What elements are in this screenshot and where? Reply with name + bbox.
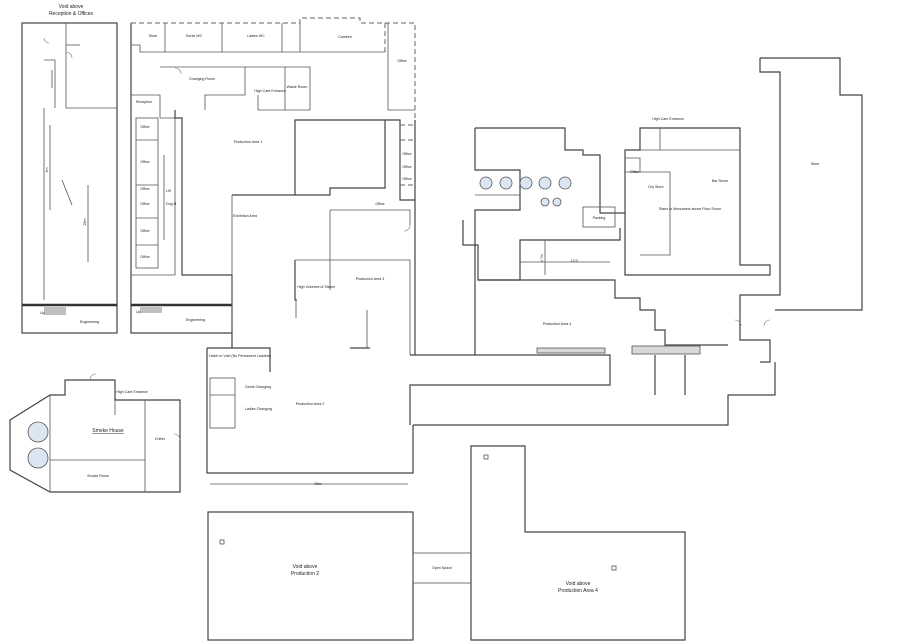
production-4-label: Production Area 4 xyxy=(543,322,572,326)
east-block: High Care Entrance Office Dry Store Bar … xyxy=(624,57,863,363)
void-p2-line2: Production 2 xyxy=(291,571,319,577)
void-p4-line2: Production Area 4 xyxy=(558,588,598,594)
high-volumes-line: High Volumes of Steam xyxy=(297,285,335,289)
production-1-block: Store Gents WC Ladies WC Canteen Office … xyxy=(130,17,416,334)
up-label-left: Up xyxy=(40,311,45,315)
stairs-left xyxy=(44,307,66,315)
smoke-oven-1 xyxy=(27,421,49,443)
waste-room-label: Waste Room xyxy=(287,85,308,89)
packing-label: Packing xyxy=(593,216,606,220)
open-space-label: Open Space xyxy=(432,566,452,570)
office-6: Office xyxy=(140,255,149,259)
top-office-label: Office xyxy=(397,59,406,63)
office-1: Office xyxy=(140,125,149,129)
gents-wc-label: Gents WC xyxy=(186,34,203,38)
reception-label: Reception xyxy=(136,100,152,104)
tank-2 xyxy=(499,176,513,190)
reception-title-line1: Void above xyxy=(59,4,84,10)
reception-outer-wall xyxy=(21,22,118,334)
ladies-wc-label: Ladies WC xyxy=(247,34,265,38)
smoke-house-block: Smoke House High Care Entrance Smoke Roo… xyxy=(9,373,181,493)
lower-void-block: Void above Production 2 Open Space Void … xyxy=(207,445,686,641)
production-1-line1: Production Area 1 xyxy=(234,140,263,144)
stairs-right xyxy=(140,307,162,313)
dog-leg-label: Dog H xyxy=(166,202,177,206)
production-2-block: Hatch to Void (No Permanent Ladders) Gen… xyxy=(206,333,776,486)
store-label: Store xyxy=(811,162,820,166)
ladies-changing-label: Ladies Changing xyxy=(245,407,272,411)
reception-block: Void above Reception & Offices 4m 25m Up… xyxy=(21,4,118,334)
dry-store-label: Dry Store xyxy=(648,185,663,189)
production-3-block: High Volumes of Steam Production Area 3 xyxy=(294,210,411,355)
exhibition-area-label: Exhibition Area xyxy=(233,214,257,218)
office-3: Office xyxy=(140,187,149,191)
up-label-right: Up xyxy=(136,310,141,314)
office-2: Office xyxy=(140,160,149,164)
tank-4 xyxy=(538,176,552,190)
smoke-room-label: Smoke Room xyxy=(87,474,109,478)
smoke-house-title: Smoke House xyxy=(92,428,124,434)
lift-label: Lift xyxy=(166,189,171,193)
tank-3 xyxy=(519,176,533,190)
office-mid-label: Office xyxy=(375,202,384,206)
production-3-label: Production Area 3 xyxy=(356,277,385,281)
tank-5 xyxy=(558,176,572,190)
changing-room-label-1: Changing Room xyxy=(189,77,215,81)
dim-vertical-small: 4m xyxy=(45,168,49,173)
high-care-entrance-top: High Care Entrance xyxy=(254,89,286,93)
office-4: Office xyxy=(140,202,149,206)
east-office-label: Office xyxy=(630,170,639,174)
dim-vertical-25m: 25m xyxy=(83,219,87,226)
dim-13-5: 13.5 xyxy=(571,259,578,263)
office-right-2: Office xyxy=(402,165,411,169)
bench-2 xyxy=(631,345,701,355)
void-production-4 xyxy=(470,445,686,641)
smoke-high-care-label: High Care Entrance xyxy=(116,390,148,394)
tank-6 xyxy=(540,197,550,207)
office-right-3: Office xyxy=(402,177,411,181)
void-p2-line1: Void above xyxy=(293,564,318,570)
ladders-label: Hatch to Void (No Permanent Ladders) xyxy=(209,354,271,358)
reception-title-line2: Reception & Offices xyxy=(49,11,94,17)
office-right-1: Office xyxy=(402,152,411,156)
bench-1 xyxy=(536,347,606,354)
dim-4-7: 4.7m xyxy=(540,254,544,262)
production-4-block: Packing 13.5 4.7m Production Area 4 xyxy=(414,120,728,395)
stairs-note-label: Stairs to Mezzanine above Flour Room xyxy=(659,207,721,211)
engineering-label-right: Engineering xyxy=(186,318,205,322)
engineering-label-left: Engineering xyxy=(80,320,99,324)
top-store-label: Store xyxy=(149,34,158,38)
dim-30m: 30m xyxy=(315,482,322,486)
tank-7 xyxy=(552,197,562,207)
tank-1 xyxy=(479,176,493,190)
smoke-oven-2 xyxy=(27,447,49,469)
void-p4-line1: Void above xyxy=(566,581,591,587)
production-2-label: Production Area 2 xyxy=(296,402,325,406)
canteen-label: Canteen xyxy=(338,35,352,39)
gents-changing-label: Gents Changing xyxy=(245,385,271,389)
chiller-label: Chiller xyxy=(155,437,166,441)
bar-room-label: Bar Room xyxy=(712,179,728,183)
office-5: Office xyxy=(140,229,149,233)
east-high-care-label: High Care Entrance xyxy=(652,117,684,121)
